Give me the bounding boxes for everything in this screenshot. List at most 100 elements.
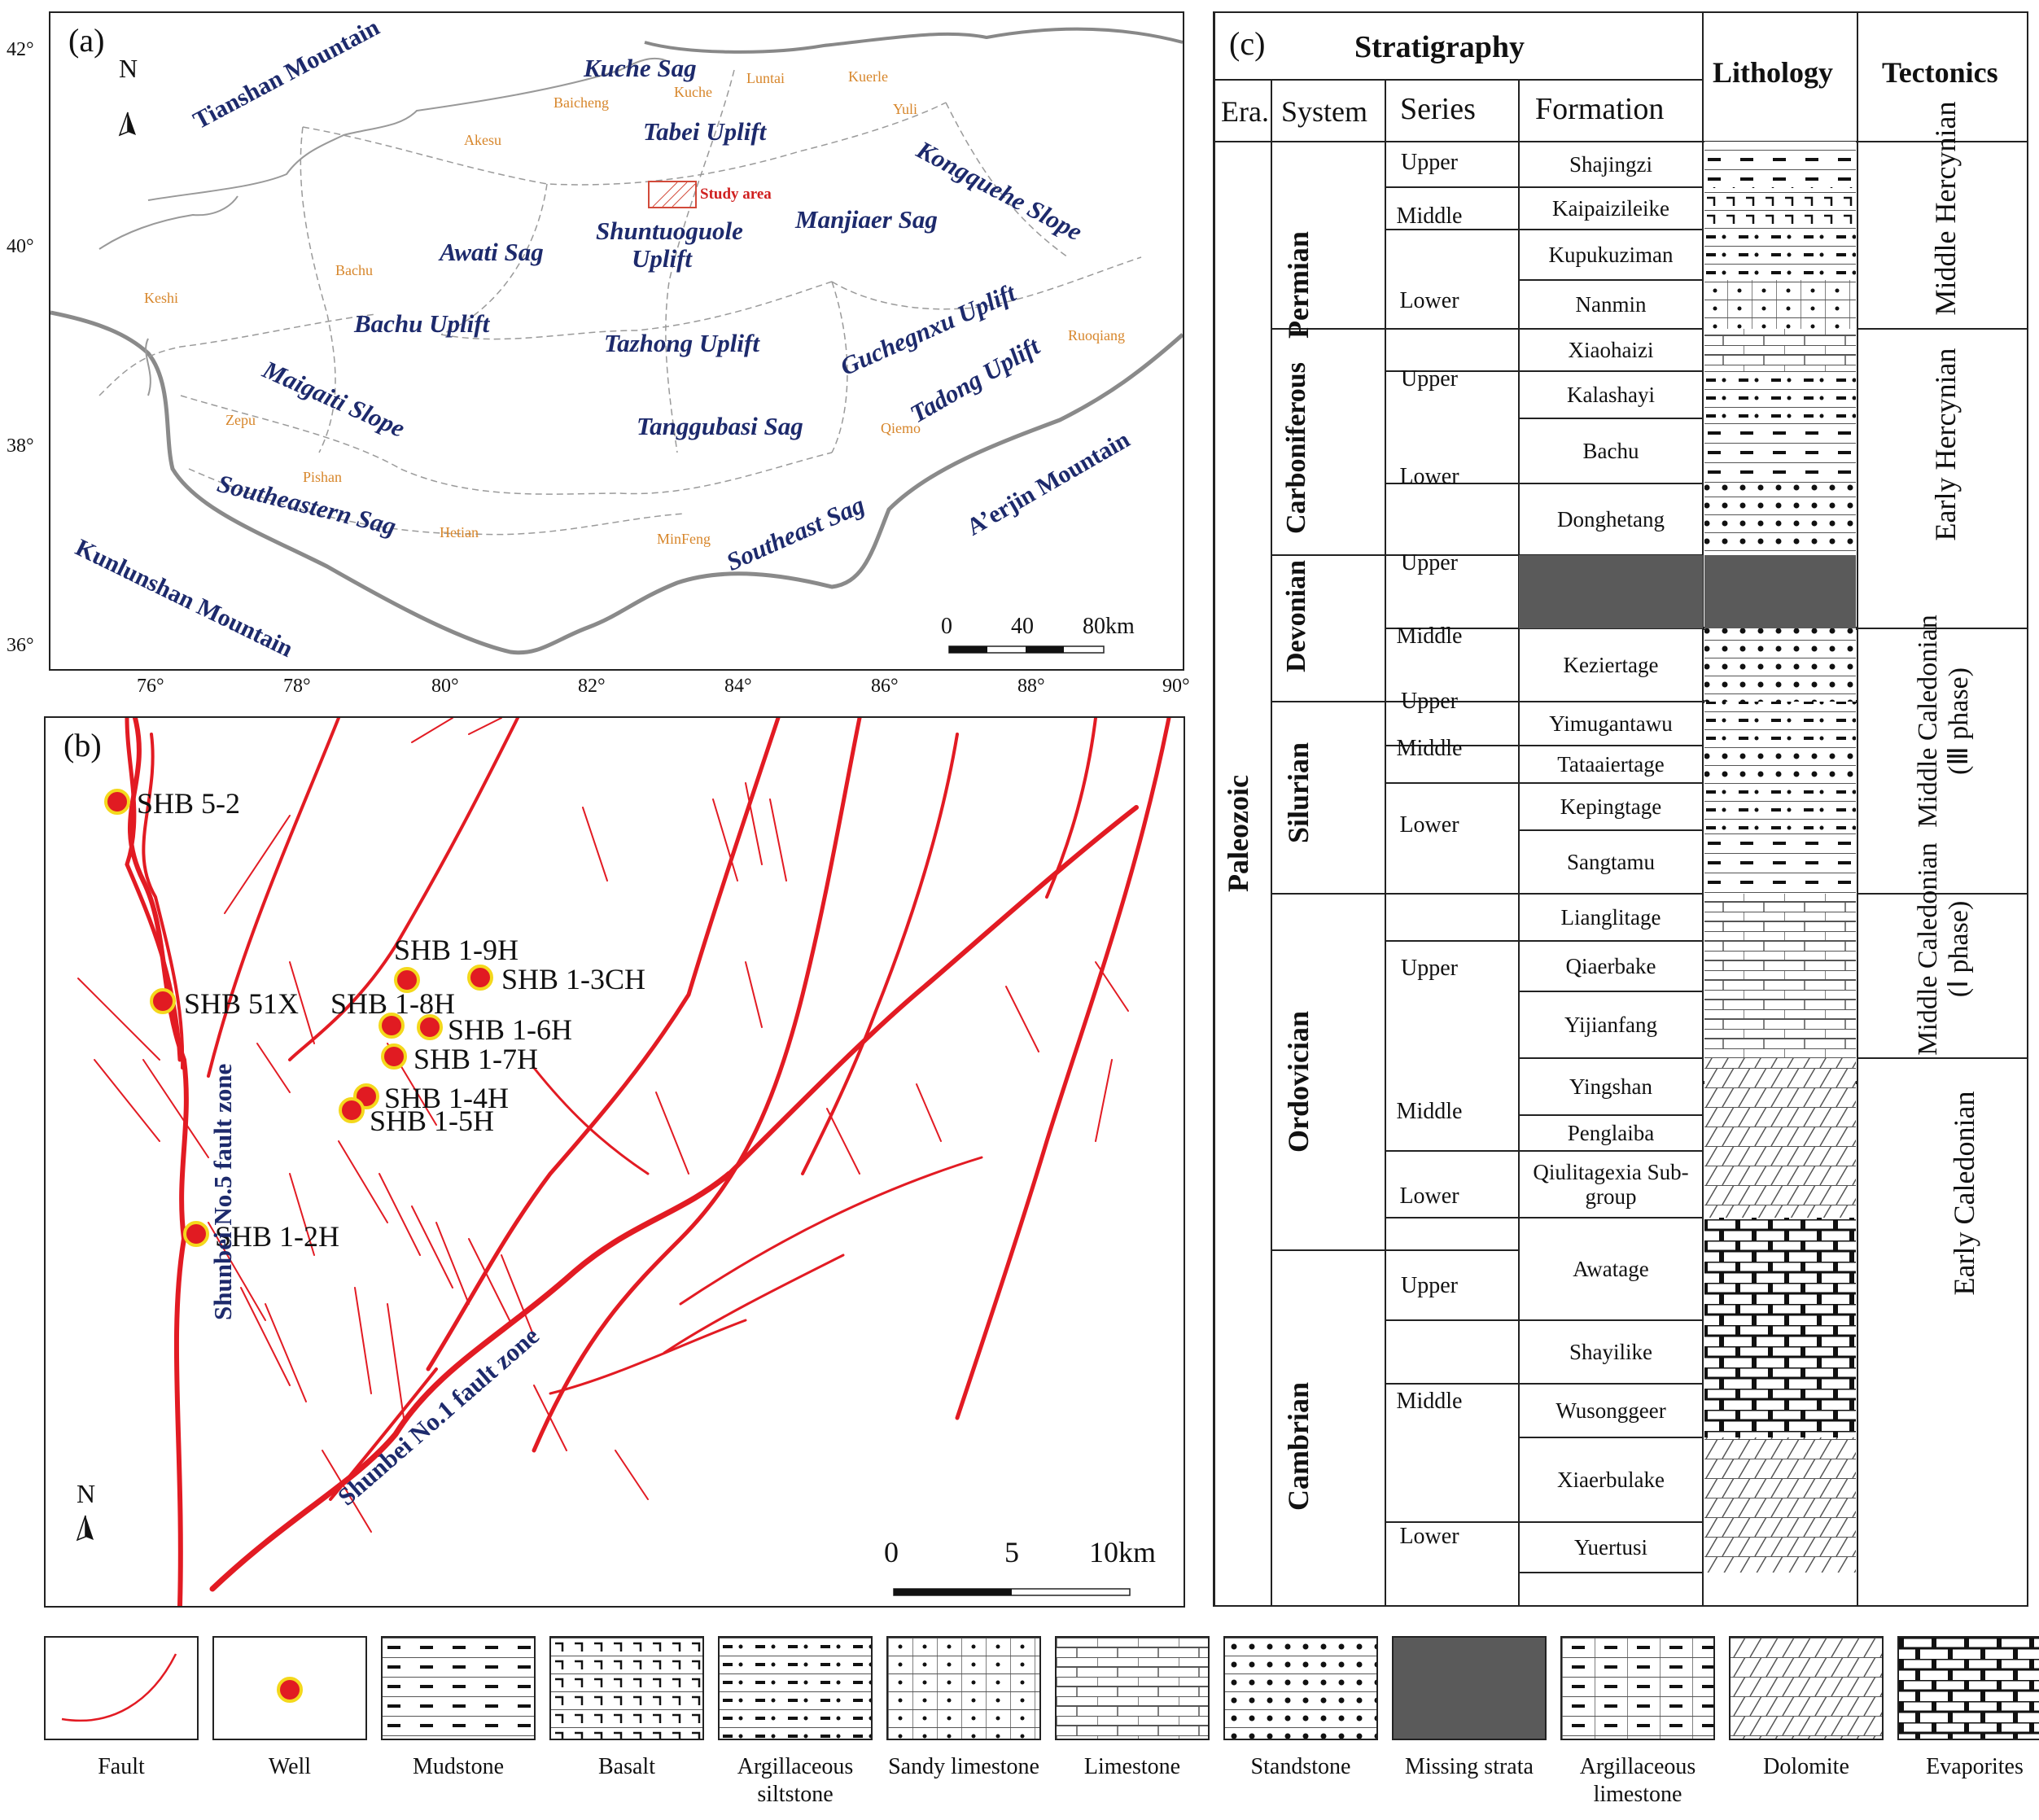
city-label: Luntai: [746, 70, 785, 86]
north-label-b: N: [77, 1479, 96, 1508]
lithology-cell: [1704, 230, 1856, 280]
well-label: SHB 1-8H: [330, 987, 456, 1020]
city-label: Kuerle: [848, 68, 888, 85]
system-label: Cambrian: [1282, 1381, 1315, 1511]
legend-label: Mudstone: [413, 1754, 504, 1779]
era-label: Paleozoic: [1222, 775, 1254, 892]
legend-label: Basalt: [598, 1754, 655, 1779]
legend-label: Limestone: [1083, 1754, 1181, 1779]
formation-label: Kaipaizileike: [1552, 196, 1669, 221]
formation-label: Kalashayi: [1567, 383, 1655, 407]
system-label: Ordovician: [1282, 1010, 1315, 1153]
legend-swatch-mudstone: [381, 1636, 536, 1740]
well-marker: [381, 1043, 407, 1070]
series-label: Upper: [1401, 689, 1458, 714]
formation-label: Bachu: [1582, 439, 1639, 463]
scale-label: 10km: [1089, 1536, 1157, 1568]
city-label: Qiemo: [881, 420, 921, 436]
formation-label: Sangtamu: [1567, 850, 1655, 874]
lon-label: 82°: [578, 676, 606, 697]
well-label: SHB 51X: [184, 987, 300, 1020]
header-tectonics: Tectonics: [1882, 56, 1998, 89]
legend-swatch-arglime: [1560, 1636, 1715, 1740]
tectonic-label: Middle Hercynian: [1929, 101, 1962, 316]
lon-label: 80°: [431, 676, 459, 697]
unit-label: Shuntuoguole: [596, 217, 743, 245]
well-label: SHB 1-2H: [215, 1220, 340, 1253]
city-label: Hetian: [440, 524, 479, 540]
tectonic-label: Early Caledonian: [1948, 1091, 1980, 1296]
north-arrow-icon: [85, 1516, 94, 1540]
formation-label: Shayilike: [1569, 1340, 1652, 1364]
unit-label: Tabei Uplift: [643, 117, 767, 146]
formation-label: Yimugantawu: [1549, 711, 1673, 736]
well-label: SHB 1-3CH: [501, 963, 646, 995]
lithology-cell: [1704, 187, 1856, 230]
scale-label: 0: [941, 614, 952, 639]
lon-label: 90°: [1162, 676, 1190, 697]
lithology-cell: [1704, 894, 1856, 941]
series-label: Upper: [1401, 366, 1458, 392]
well-marker: [339, 1097, 365, 1123]
lithology-cell: [1704, 418, 1856, 483]
unit-label: Tanggubasi Sag: [637, 412, 803, 440]
formation-label: Yuertusi: [1574, 1535, 1647, 1560]
series-label: Upper: [1401, 150, 1458, 175]
lithology-cell: [1704, 1522, 1856, 1573]
city-label: Akesu: [464, 132, 501, 148]
series-label: Middle: [1396, 623, 1463, 649]
unit-label: Manjiaer Sag: [795, 205, 938, 234]
unit-label: Bachu Uplift: [354, 309, 490, 338]
lat-label: 36°: [7, 635, 34, 656]
formation-label: Lianglitage: [1560, 905, 1661, 930]
lon-label: 88°: [1017, 676, 1045, 697]
city-label: Keshi: [144, 290, 178, 306]
series-label: Lower: [1399, 812, 1459, 838]
city-label: MinFeng: [657, 531, 711, 547]
series-label: Upper: [1401, 550, 1458, 575]
well-marker: [467, 965, 493, 991]
formation-label: Kepingtage: [1560, 794, 1662, 819]
legend-swatch-dolomite: [1729, 1636, 1884, 1740]
panel-a-map: (a) N Study area Tianshan Mountain Kunlu…: [49, 11, 1184, 671]
legend-label: Standstone: [1250, 1754, 1351, 1779]
lithology-cell: [1704, 1320, 1856, 1384]
series-label: Lower: [1399, 1183, 1459, 1209]
formation-label: Xiaohaizi: [1568, 338, 1654, 362]
panel-c-stratigraphy: (c) Stratigraphy Lithology Tectonics Era…: [1213, 11, 2028, 1607]
series-label: Middle: [1396, 736, 1463, 761]
strat-grid: [1214, 13, 2027, 1605]
well-label: SHB 1-6H: [448, 1013, 573, 1046]
formation-label: Tataaiertage: [1557, 752, 1665, 777]
panel-a-label: (a): [68, 22, 105, 59]
well-label: SHB 1-4H: [384, 1082, 510, 1114]
series-label: Upper: [1401, 1273, 1458, 1298]
zone-label: Shunbei No.5 fault zone: [208, 1063, 237, 1320]
panel-c-label: (c): [1229, 25, 1266, 62]
legend-label: Fault: [98, 1754, 145, 1779]
unit-label: Awati Sag: [440, 238, 544, 266]
header-lithology: Lithology: [1713, 56, 1834, 89]
city-label: Zepu: [225, 412, 256, 428]
legend-label: Missing strata: [1405, 1754, 1534, 1779]
formation-label: Wusonggeer: [1556, 1398, 1666, 1423]
north-arrow-icon: [128, 112, 136, 135]
lon-label: 84°: [724, 676, 752, 697]
city-label: Ruoqiang: [1068, 327, 1125, 343]
tarim-basin-map: [50, 27, 1183, 655]
legend-label: Evaporites: [1926, 1754, 2024, 1779]
formation-label: Penglaiba: [1567, 1121, 1655, 1145]
lat-label: 40°: [7, 236, 34, 257]
lithology-cell: [1704, 830, 1856, 894]
legend-label: Argillaceous siltstone: [737, 1754, 854, 1807]
well-label: SHB 1-9H: [394, 934, 519, 966]
legend-swatch-basalt: [549, 1636, 704, 1740]
formation-label: Donghetang: [1557, 507, 1665, 532]
tectonic-label: Middle Caledonian (Ⅲ phase): [1913, 615, 1974, 828]
scale-label: 5: [1004, 1536, 1019, 1568]
lithology-cell: [1704, 483, 1856, 555]
formation-label: Yingshan: [1569, 1074, 1652, 1099]
formation-label: Shajingzi: [1569, 152, 1652, 177]
city-label: Baicheng: [554, 94, 609, 111]
